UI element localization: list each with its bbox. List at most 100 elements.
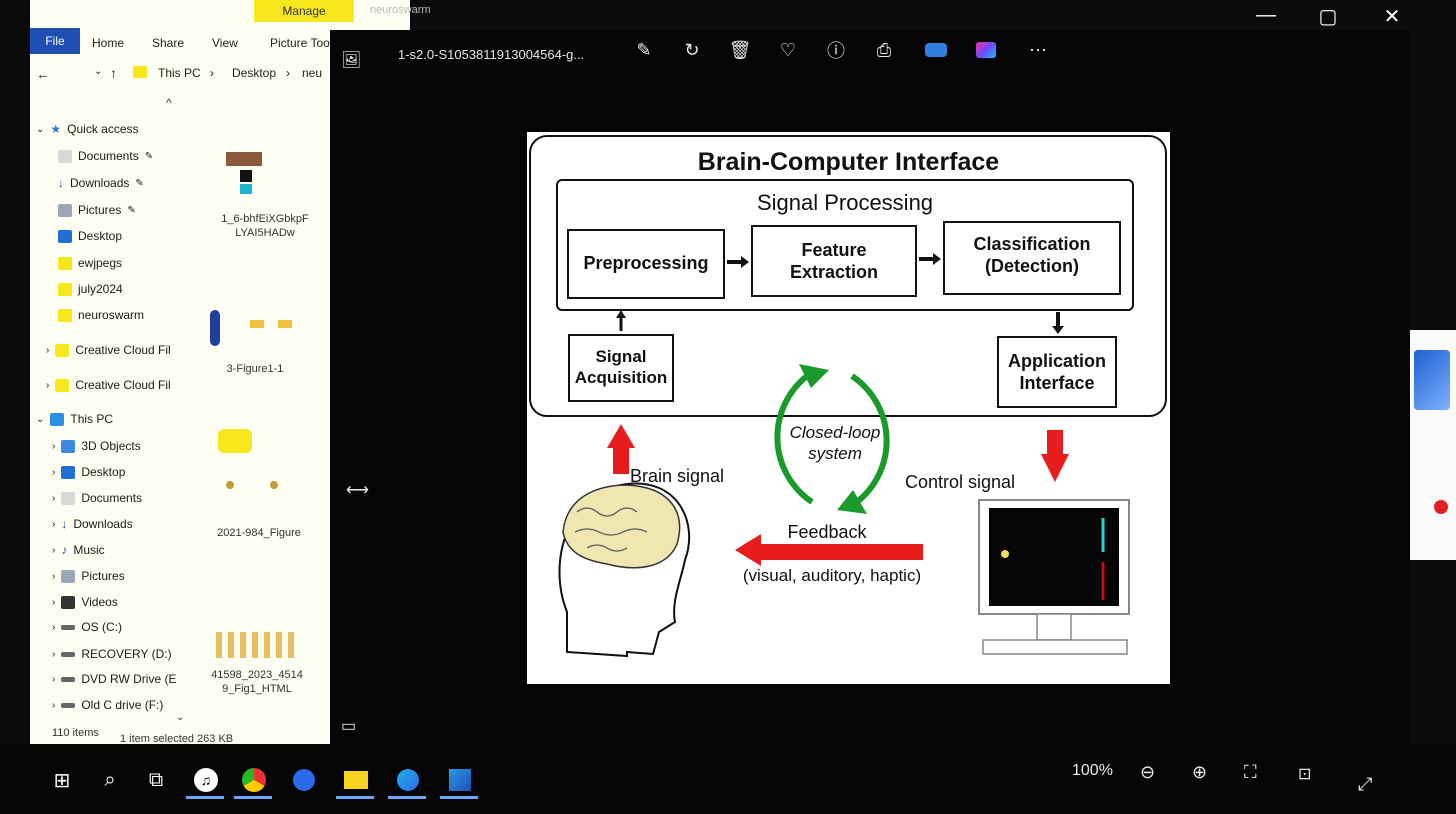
nav-creative-cloud-1[interactable]: ›Creative Cloud Fil: [46, 343, 171, 357]
small-arrow-icon: [919, 253, 941, 265]
nav-documents[interactable]: Documents✎: [58, 149, 153, 163]
maximize-icon[interactable]: ▢: [1318, 6, 1338, 28]
fullscreen-icon[interactable]: ⤢: [1358, 774, 1373, 794]
nav-recovery-d[interactable]: ›RECOVERY (D:): [52, 647, 172, 661]
chevron-down-icon[interactable]: ⌄: [94, 66, 103, 77]
file-thumbnail[interactable]: [210, 300, 292, 350]
nav-pictures-2[interactable]: ›Pictures: [52, 569, 125, 583]
music-app-icon[interactable]: ♫: [190, 764, 222, 796]
task-view-icon[interactable]: ⧉: [148, 768, 164, 791]
zoom-out-icon[interactable]: ⊖: [1140, 762, 1156, 782]
chrome-icon[interactable]: [238, 764, 270, 796]
address-desktop[interactable]: Desktop: [232, 66, 277, 80]
file-label[interactable]: 3-Figure1-1: [226, 363, 284, 375]
pin-icon: ✎: [135, 177, 144, 189]
address-bar[interactable]: ← ⌄ ↑ This PC › Desktop › neu: [30, 60, 410, 86]
brain-signal-arrow-icon: [607, 424, 635, 474]
resize-handle-icon[interactable]: ⟷: [346, 482, 369, 499]
info-icon[interactable]: ⓘ: [827, 41, 845, 61]
fit-to-window-icon[interactable]: ⛶: [1244, 762, 1257, 782]
file-explorer-icon[interactable]: [340, 764, 372, 796]
rotate-icon[interactable]: ↻: [684, 39, 700, 60]
nav-july2024[interactable]: july2024: [58, 282, 123, 296]
nav-old-c[interactable]: ›Old C drive (F:): [52, 698, 164, 712]
filmstrip-icon[interactable]: ▭: [341, 718, 357, 735]
nav-downloads-2[interactable]: ›↓Downloads: [52, 517, 133, 531]
chevron-right-icon: ›: [52, 570, 56, 582]
folder-icon: [133, 66, 147, 78]
chevron-down-icon[interactable]: ⌄: [176, 712, 185, 723]
sort-caret-icon[interactable]: ^: [166, 96, 172, 110]
more-options-icon[interactable]: ⋯: [1029, 39, 1047, 60]
windows-start-icon[interactable]: ⊞: [53, 769, 71, 792]
tab-view[interactable]: View: [212, 36, 238, 50]
file-label[interactable]: 1_6-bhfEiXGbkpF LYAI5HADw: [221, 213, 309, 239]
favorite-icon[interactable]: ♡: [779, 39, 797, 60]
nav-os-c[interactable]: ›OS (C:): [52, 620, 123, 634]
file-label[interactable]: 41598_2023_4514 9_Fig1_HTML: [211, 669, 303, 695]
up-arrow-icon[interactable]: ↑: [110, 65, 117, 81]
address-folder[interactable]: neu: [302, 66, 323, 80]
nav-downloads[interactable]: ↓Downloads✎: [58, 176, 144, 190]
zoom-in-icon[interactable]: ⊕: [1192, 762, 1208, 782]
file-thumbnail[interactable]: [226, 152, 286, 202]
folder-icon: [58, 308, 72, 322]
close-icon[interactable]: ✕: [1383, 6, 1401, 28]
chevron-right-icon: ›: [52, 621, 56, 633]
back-arrow-icon[interactable]: ←: [36, 66, 50, 82]
address-this-pc[interactable]: This PC: [158, 66, 201, 80]
nav-documents-2[interactable]: ›Documents: [52, 491, 143, 505]
chevron-right-icon: ›: [52, 440, 56, 452]
signal-processing-label: Signal Processing: [756, 190, 934, 215]
manage-tab[interactable]: Manage: [254, 0, 354, 22]
classification-label: Classification (Detection): [973, 234, 1091, 276]
star-icon: ★: [50, 122, 62, 136]
application-interface-label: Application Interface: [1008, 351, 1106, 393]
cube-icon: [61, 439, 76, 453]
nav-music[interactable]: ›♪Music: [52, 543, 105, 557]
nav-videos[interactable]: ›Videos: [52, 595, 118, 609]
control-signal-arrow-icon: [1041, 430, 1069, 482]
nav-creative-cloud-2[interactable]: ›Creative Cloud Fil: [46, 378, 171, 392]
image-icon: 🖼: [341, 52, 362, 69]
folder-icon: [55, 378, 70, 392]
tab-share[interactable]: Share: [152, 36, 185, 50]
document-icon: [61, 491, 76, 505]
small-arrow-icon: [727, 256, 749, 268]
tab-file[interactable]: File: [30, 28, 80, 54]
print-icon[interactable]: ⎙: [876, 39, 892, 60]
copilot-icon[interactable]: [288, 764, 320, 796]
nav-this-pc[interactable]: ⌄This PC: [36, 412, 114, 426]
nav-neuroswarm[interactable]: neuroswarm: [58, 308, 144, 322]
nav-quick-access[interactable]: ⌄ ★ Quick access: [36, 122, 139, 136]
pin-icon: ✎: [127, 204, 136, 216]
nav-pictures[interactable]: Pictures✎: [58, 203, 136, 217]
nav-desktop-2[interactable]: ›Desktop: [52, 465, 126, 479]
file-label[interactable]: 2021-984_Figure: [217, 527, 301, 539]
actual-size-icon[interactable]: ⊡: [1298, 766, 1312, 783]
file-thumbnail[interactable]: [218, 425, 278, 489]
explorer-title: neuroswarm: [370, 4, 431, 16]
nav-desktop[interactable]: Desktop: [58, 229, 122, 243]
edit-image-icon[interactable]: ✎: [636, 39, 652, 60]
file-thumbnail[interactable]: [216, 628, 300, 678]
figure-title: Brain-Computer Interface: [697, 148, 1000, 176]
small-arrow-icon: [1052, 312, 1064, 334]
search-icon[interactable]: ⌕: [104, 768, 116, 791]
nav-3d-objects[interactable]: ›3D Objects: [52, 439, 141, 453]
photos-icon[interactable]: [444, 764, 476, 796]
minimize-icon[interactable]: —: [1256, 4, 1276, 26]
nav-ewjpegs[interactable]: ewjpegs: [58, 256, 122, 270]
feature-extraction-box: [751, 225, 917, 297]
small-arrow-icon: [616, 310, 626, 331]
tab-home[interactable]: Home: [92, 36, 125, 50]
cloud-off-icon[interactable]: [922, 36, 950, 64]
feature-extraction-label: Feature Extraction: [789, 240, 879, 282]
marker-icon: [1434, 500, 1448, 514]
active-indicator: [234, 796, 272, 799]
app-icon[interactable]: [972, 36, 1000, 64]
delete-icon[interactable]: 🗑: [728, 39, 752, 60]
edge-icon[interactable]: [392, 764, 424, 796]
tab-picture-tools[interactable]: Picture Tools: [270, 36, 339, 50]
nav-dvd[interactable]: ›DVD RW Drive (E: [52, 672, 177, 686]
